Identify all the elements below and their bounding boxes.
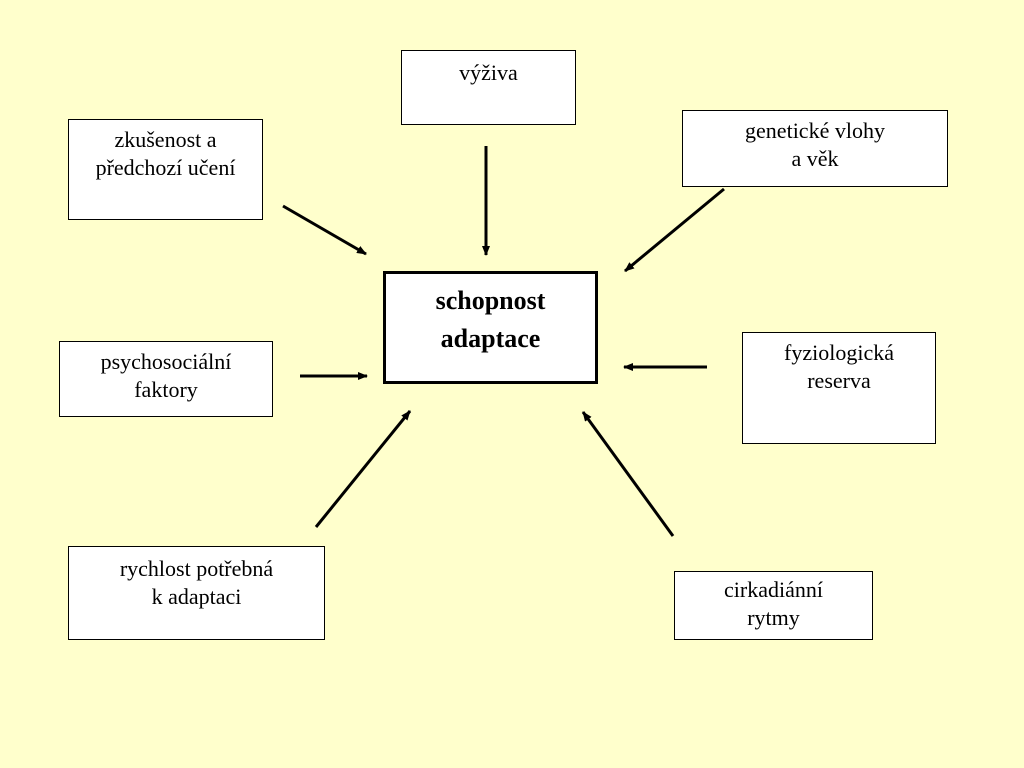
- factor-box-fyziologicka: fyziologická reserva: [742, 332, 936, 444]
- factor-cirkadianni-line-1: cirkadiánní: [724, 577, 823, 602]
- factor-vyziva-line-1: výživa: [459, 60, 518, 85]
- factor-box-geneticke: genetické vlohy a věk: [682, 110, 948, 187]
- center-line-1: schopnost: [435, 286, 546, 315]
- arrow-rychlost: [314, 410, 412, 528]
- factor-fyziologicka-line-1: fyziologická: [784, 340, 894, 365]
- factor-rychlost-line-1: rychlost potřebná: [119, 556, 274, 581]
- factor-cirkadianni-line-2: rytmy: [747, 605, 800, 630]
- factor-box-vyziva: výživa: [401, 50, 576, 125]
- factor-zkusenost-line-2: předchozí učení: [95, 155, 236, 180]
- factor-rychlost-line-2: k adaptaci: [151, 584, 242, 609]
- factor-zkusenost-line-1: zkušenost a: [114, 127, 217, 152]
- arrow-geneticke: [624, 187, 725, 273]
- factor-psychosocialni-line-1: psychosociální: [100, 349, 232, 374]
- factor-fyziologicka-line-2: reserva: [807, 368, 871, 393]
- factor-box-zkusenost: zkušenost a předchozí učení: [68, 119, 263, 220]
- factor-psychosocialni-line-2: faktory: [134, 377, 198, 402]
- factor-box-cirkadianni: cirkadiánní rytmy: [674, 571, 873, 640]
- factor-box-psychosocialni: psychosociální faktory: [59, 341, 273, 417]
- center-box-schopnost-adaptace: schopnost adaptace: [383, 271, 598, 384]
- center-line-2: adaptace: [440, 324, 541, 353]
- arrow-zkusenost: [282, 204, 367, 256]
- factor-box-rychlost: rychlost potřebná k adaptaci: [68, 546, 325, 640]
- arrow-cirkadianni: [581, 411, 675, 537]
- factor-geneticke-line-2: a věk: [791, 146, 839, 171]
- factor-geneticke-line-1: genetické vlohy: [745, 118, 885, 143]
